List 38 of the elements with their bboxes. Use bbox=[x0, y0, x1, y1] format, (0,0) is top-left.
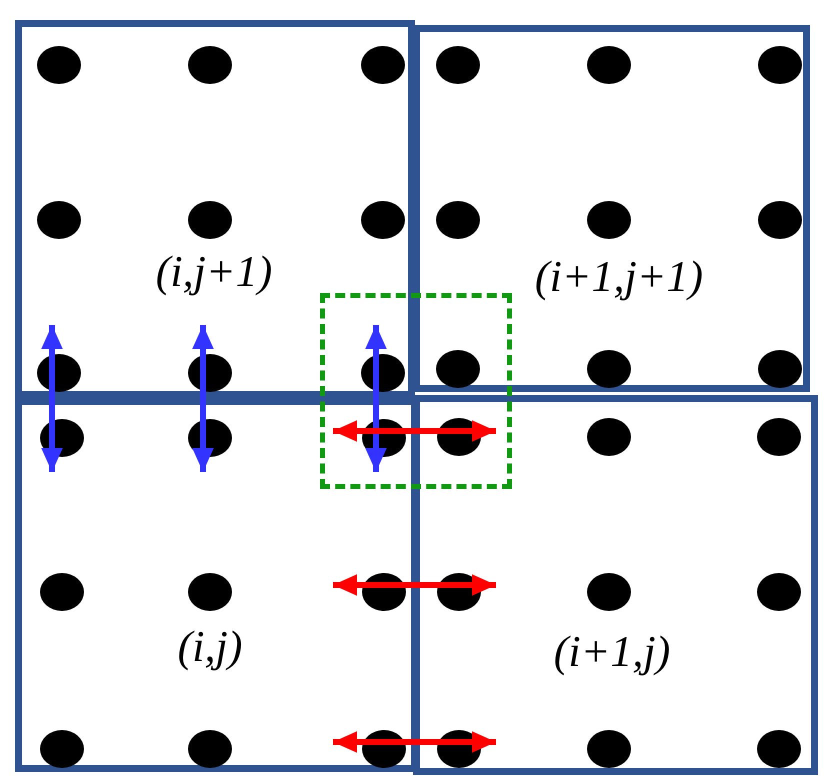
grid-point bbox=[757, 730, 801, 768]
grid-point bbox=[436, 201, 480, 239]
grid-point bbox=[587, 418, 631, 456]
double-arrow bbox=[41, 325, 63, 472]
grid-point bbox=[188, 46, 232, 84]
double-arrow bbox=[333, 574, 496, 596]
grid-cell bbox=[413, 25, 810, 392]
cell-label: (i+1,j) bbox=[554, 630, 670, 674]
cell-label: (i+1,j+1) bbox=[534, 255, 704, 299]
grid-cell bbox=[413, 395, 818, 775]
grid-point bbox=[587, 350, 631, 388]
cell-label: (i,j) bbox=[178, 625, 242, 669]
double-arrow bbox=[365, 325, 387, 472]
grid-point bbox=[361, 201, 405, 239]
grid-point bbox=[758, 46, 802, 84]
grid-point bbox=[40, 730, 84, 768]
grid-point bbox=[37, 201, 81, 239]
grid-cell bbox=[15, 20, 415, 398]
grid-point bbox=[436, 350, 480, 388]
double-arrow bbox=[333, 420, 496, 442]
grid-point bbox=[40, 573, 84, 611]
grid-point bbox=[188, 573, 232, 611]
grid-point bbox=[758, 201, 802, 239]
grid-point bbox=[587, 46, 631, 84]
grid-point bbox=[587, 730, 631, 768]
grid-point bbox=[188, 730, 232, 768]
grid-point bbox=[361, 46, 405, 84]
grid-point bbox=[757, 573, 801, 611]
grid-point bbox=[758, 350, 802, 388]
grid-point bbox=[188, 201, 232, 239]
grid-point bbox=[587, 573, 631, 611]
grid-point bbox=[757, 418, 801, 456]
double-arrow bbox=[333, 731, 496, 753]
grid-point bbox=[587, 201, 631, 239]
cell-label: (i,j+1) bbox=[156, 250, 272, 294]
grid-point bbox=[37, 46, 81, 84]
grid-point bbox=[436, 46, 480, 84]
double-arrow bbox=[192, 325, 214, 472]
